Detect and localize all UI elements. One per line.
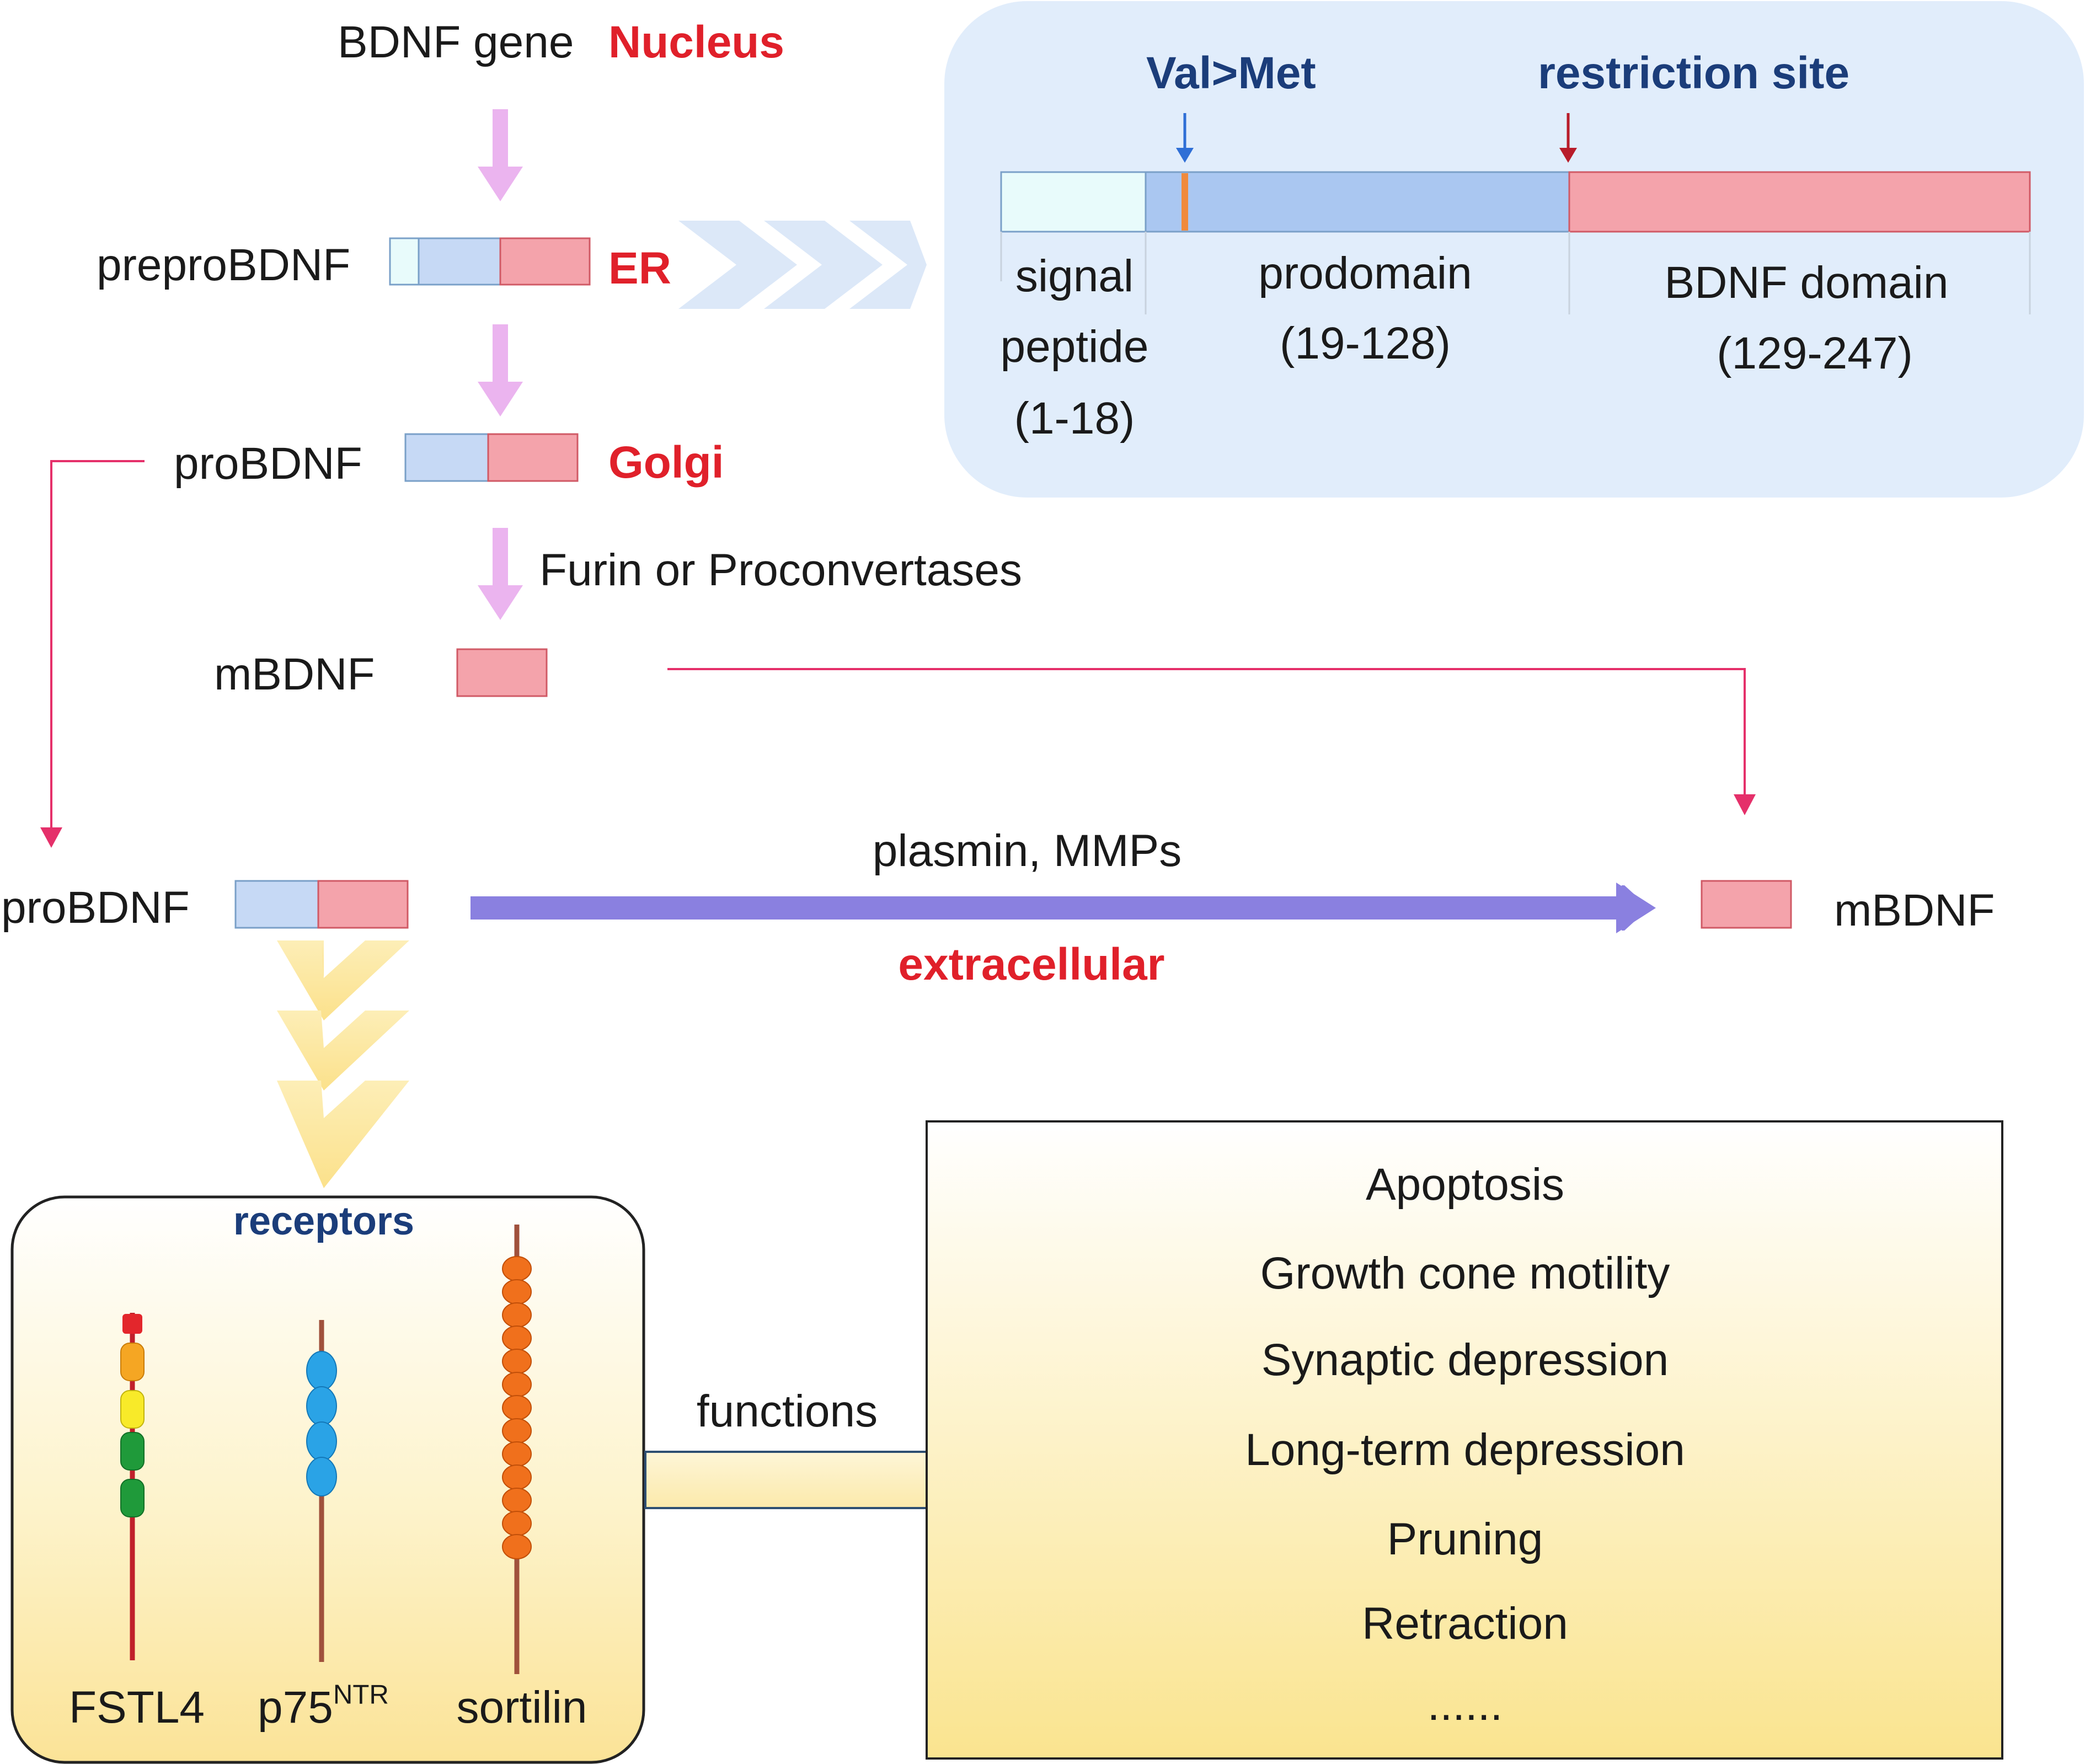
bdnf-domain-label: BDNF domain [1664,258,1949,308]
nucleus-label: Nucleus [608,17,784,67]
functions-box [926,1120,2003,1760]
golgi-label: Golgi [608,437,724,488]
connector-right [667,668,1756,815]
panel-chevrons [678,221,927,309]
structure-panel [944,1,2084,498]
function-item: Apoptosis [1365,1159,1565,1210]
connector-left [40,460,145,848]
bdnf-domain-segment [1568,171,2031,233]
er-label: ER [608,243,671,293]
sortilin-bead [502,1279,532,1305]
preprobdnf-label: preproBDNF [97,240,351,290]
val-met-arrow [1176,113,1194,163]
yellow-chevron-c [277,1081,409,1188]
function-item: Long-term depression [1245,1425,1685,1475]
arrow-nucleus-to-er [478,109,523,201]
sortilin-label: sortilin [456,1682,587,1733]
mbdnf-label: mBDNF [214,649,375,699]
prodomain-range: (19-128) [1280,318,1451,368]
prodomain-segment [1145,171,1570,233]
sortilin-bead [502,1349,532,1374]
yellow-chevrons [277,940,409,1188]
sortilin-receptor [502,1225,532,1674]
function-item: Retraction [1362,1599,1568,1649]
val-met-marker [1182,173,1188,231]
mbdnf-bar [456,648,548,697]
sortilin-bead [502,1256,532,1281]
sortilin-bead [502,1511,532,1536]
pink-arrows [478,109,523,620]
sortilin-bead [502,1534,532,1559]
p75-receptor [306,1320,337,1662]
receptors-title: receptors [233,1199,415,1243]
panel-chevron-3 [849,221,927,309]
signal-label-line2: peptide [1000,322,1149,372]
val-met-label: Val>Met [1146,48,1316,98]
mbdnf-extracellular-label: mBDNF [1834,885,1995,936]
yellow-chevron-b [277,1011,409,1091]
function-item: Synaptic depression [1261,1335,1669,1385]
preprobdnf-bar [389,237,591,286]
arrow-er-to-golgi [478,324,523,416]
yellow-chevron-a [277,940,409,1020]
sortilin-bead [502,1418,532,1444]
panel-chevron-1 [678,221,797,309]
probdnf-extracellular-bar [234,880,409,929]
sortilin-bead [502,1325,532,1351]
sortilin-bead [502,1488,532,1513]
arrow-golgi-to-mbdnf [478,528,523,620]
prodomain-label: prodomain [1258,248,1472,298]
function-item: Pruning [1387,1514,1543,1564]
p75-superscript: NTR [333,1679,389,1710]
enzyme-label: Furin or Proconvertases [539,545,1023,595]
sortilin-bead [502,1395,532,1420]
signal-range: (1-18) [1014,393,1135,443]
functions-arrow-label: functions [696,1386,878,1436]
purple-arrow [471,883,1656,933]
signal-label-line1: signal [1015,251,1134,301]
restriction-site-label: restriction site [1538,48,1850,98]
sortilin-bead [502,1302,532,1328]
function-item: ...... [1427,1680,1503,1730]
mbdnf-extracellular-bar [1701,880,1792,929]
panel-chevron-2 [764,221,883,309]
plasmin-mmps-label: plasmin, MMPs [872,826,1182,876]
sortilin-bead [502,1464,532,1490]
probdnf-golgi-label: proBDNF [174,439,362,489]
signal-peptide-segment [1000,171,1147,233]
p75-label: p75NTR [258,1679,389,1733]
fstl4-label: FSTL4 [68,1682,205,1733]
probdnf-extracellular-label: proBDNF [1,883,190,933]
fstl4-receptor [120,1313,145,1660]
extracellular-label: extracellular [898,939,1165,990]
function-item: Growth cone motility [1260,1248,1670,1298]
probdnf-golgi-bar [404,433,579,482]
sortilin-bead [502,1441,532,1467]
bdnf-gene-label: BDNF gene [338,17,574,67]
structure-bar [1000,171,2031,314]
bdnf-domain-range: (129-247) [1717,328,1913,378]
restriction-arrow [1559,113,1577,163]
sortilin-bead [502,1372,532,1397]
